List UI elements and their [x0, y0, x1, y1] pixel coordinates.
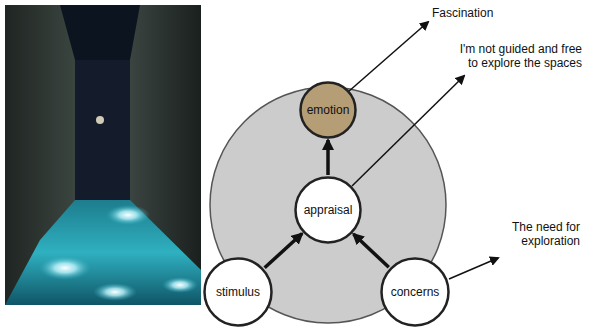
callout-text: The need for exploration	[480, 220, 580, 248]
flow-arrow	[326, 140, 330, 175]
callout-text: I'm not guided and free to explore the s…	[455, 42, 582, 70]
circle-node: concerns	[380, 257, 450, 327]
callout-text: Fascination	[432, 6, 532, 20]
leader-line	[449, 258, 498, 279]
node-text-wrap: concerns	[380, 257, 450, 327]
node-label: emotion	[307, 103, 350, 117]
circle-node: appraisal	[294, 176, 362, 244]
circle-node: stimulus	[203, 257, 273, 327]
node-label: appraisal	[304, 203, 353, 217]
node-text-wrap: appraisal	[294, 176, 362, 244]
flow-arrow	[265, 234, 303, 268]
circle-node: emotion	[299, 81, 357, 139]
node-label: stimulus	[216, 285, 260, 299]
leader-line	[352, 76, 464, 186]
node-label: concerns	[391, 285, 440, 299]
leader-line	[348, 22, 428, 92]
node-text-wrap: emotion	[299, 81, 357, 139]
node-text-wrap: stimulus	[203, 257, 273, 327]
flow-arrow	[353, 234, 388, 267]
pool-photo	[5, 5, 201, 305]
